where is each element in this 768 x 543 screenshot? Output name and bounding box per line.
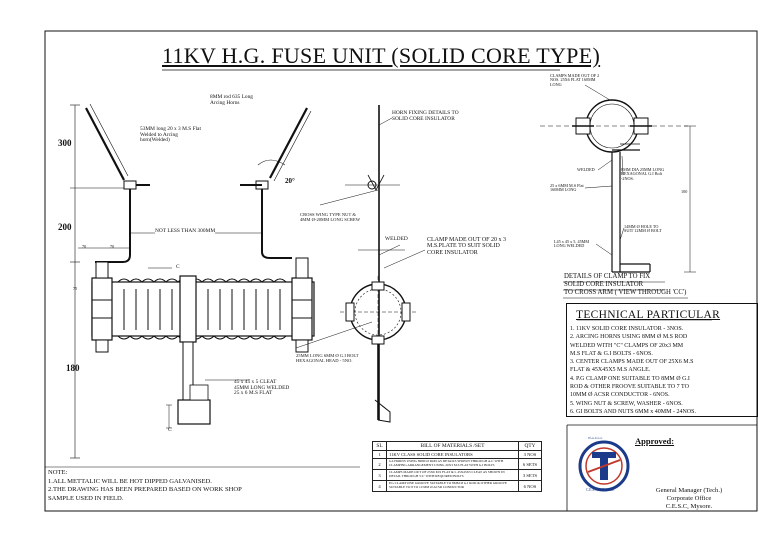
bom-cell: P.G CLAMP ONE GROOVE SUITABLE TO 8MM Ø G… (386, 480, 519, 492)
horn-fixing-detail (295, 105, 426, 423)
bom-header-qty: QTY (518, 441, 542, 451)
bom-header-sl: SL (372, 441, 387, 451)
signatory-block: General Manager (Tech.) Corporate Office… (655, 487, 723, 510)
approved-label: Approved: (635, 436, 675, 446)
section-c-marker: C (168, 427, 172, 433)
note-item: 1.ALL METTALIC WILL BE HOT DIPPED GALVAN… (48, 477, 212, 485)
note-item: SAMPLE USED IN FIELD. (48, 494, 124, 502)
notes-block: NOTE: 1.ALL METTALIC WILL BE HOT DIPPED … (48, 469, 242, 503)
technical-item: 3. CENTER CLAMPS MADE OUT OF 25X6 M.S (570, 359, 694, 366)
technical-item: 4. P.G CLAMP ONE SUITABLE TO 8MM Ø G.I (570, 375, 690, 382)
notes-heading: NOTE: (48, 469, 68, 476)
bill-of-materials: SL BILL OF MATERIALS /SET QTY 1 11KV CLA… (372, 441, 542, 492)
bom-cell: G.I.HORNS USING 8MM Ø ROD AS DETAILS SHO… (386, 458, 519, 470)
technical-item: 6. GI BOLTS AND NUTS 6MM x 40MM - 24NOS. (570, 408, 696, 415)
technical-item: 10MM Ø ACSR CONDUCTOR - 6NOS. (570, 392, 670, 399)
bom-cell: 4 (372, 480, 387, 492)
note-item: 2.THE DRAWING HAS BEEN PREPARED BASED ON… (48, 486, 242, 493)
section-c-marker: C (176, 264, 180, 270)
technical-item: FLAT & 45X45X5 M.S ANGLE. (570, 367, 651, 374)
drawing-border (44, 30, 758, 512)
dim-70b: 70 (110, 244, 115, 249)
bom-cell: 1 (372, 450, 387, 459)
cross-arm-clamp-detail (540, 84, 696, 273)
logo-top-text: ಚೆ.ವಿ.ಸ.ನಿ.ನಿ (588, 436, 603, 440)
bom-cell: 3 (372, 469, 387, 481)
cesc-logo (578, 440, 630, 492)
bom-cell: 6 SETS (518, 458, 542, 470)
technical-item: ROD & OTHER FROOVE SUITABLE TO 7 TO (570, 384, 689, 391)
dim-100: 100 (681, 189, 688, 194)
technical-item: 1. 11KV SOLID CORE INSULATOR - 3NOS. (570, 326, 684, 332)
not-less-label: NOT LESS THAN 300MM (155, 228, 216, 235)
technical-item: M.S FLAT & G.I BOLTS - 6NOS. (570, 350, 653, 357)
technical-title: TECHNICAL PARTICULAR (576, 309, 721, 321)
logo-bottom-text: C.E.S.C. MYSORE (586, 488, 615, 492)
technical-list: 1. 11KV SOLID CORE INSULATOR - 3NOS. 2. … (570, 325, 696, 416)
welded-2-label: WELDED (577, 167, 595, 172)
bom-cell: 11KV CLASS SOLID CORE INSULATORS (386, 450, 519, 459)
dim-180: 180 (66, 363, 80, 373)
drawing-title: 11KV H.G. FUSE UNIT (SOLID CORE TYPE) (162, 43, 601, 68)
bom-cell: 6 NOS (518, 480, 542, 492)
dim-70a: 70 (82, 244, 87, 249)
bom-cell: 2 (372, 458, 387, 470)
technical-item: 2. ARCING HORNS USING 8MM Ø M.S ROD (570, 334, 688, 341)
bom-cell: 3 NOS (518, 450, 542, 459)
technical-particular-box (566, 303, 758, 417)
welded-label: WELDED (385, 236, 408, 242)
technical-item: 5. WING NUT & SCREW, WASHER - 6NOS. (570, 400, 683, 407)
bom-cell: CLAMPS MADE OUT OF 25X6 M.S FLAT & L 45X… (386, 469, 519, 481)
dim-200: 200 (58, 222, 72, 232)
cross-wing-label: CROSS WING TYPE NUT &4MM Ø-20MM LONG SCR… (300, 212, 361, 222)
fuse-unit-elevation (70, 103, 315, 459)
bom-cell: 3 SETS (518, 469, 542, 481)
angle-label: 20° (285, 177, 295, 185)
dim-75: 75 (73, 286, 78, 291)
bom-header-title: BILL OF MATERIALS /SET (386, 441, 519, 451)
technical-item: WELDED WITH "C" CLAMPS OF 20x3 MM (570, 342, 684, 349)
dim-300: 300 (58, 138, 72, 148)
